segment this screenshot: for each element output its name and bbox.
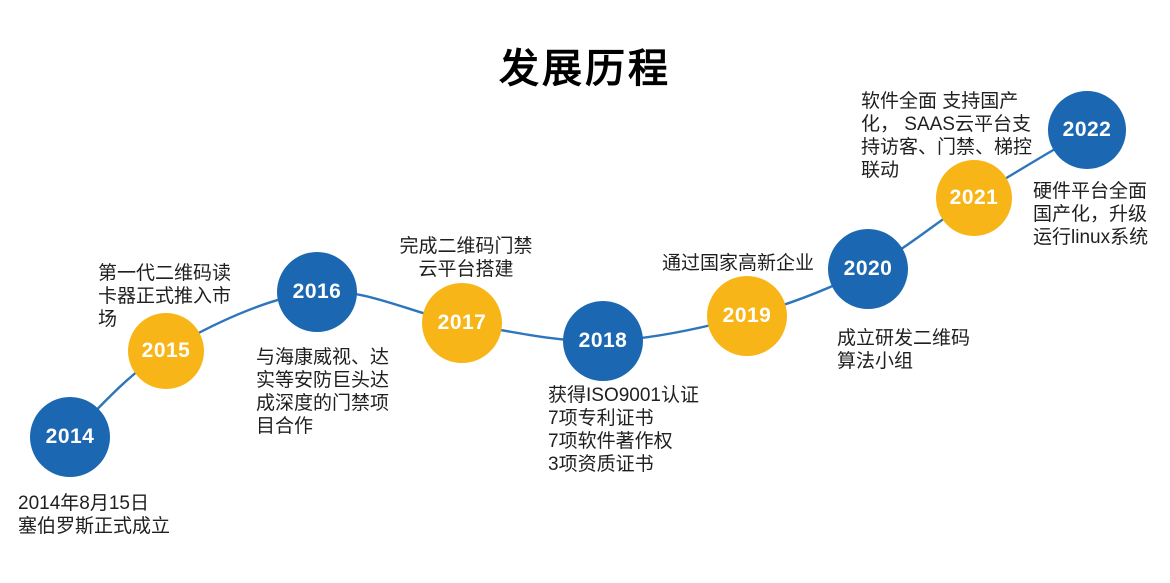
milestone-circle-2022: 2022 [1048, 91, 1126, 169]
milestone-label-2015: 第一代二维码读 卡器正式推入市 场 [98, 263, 232, 330]
milestone-year-2022: 2022 [1062, 118, 1112, 141]
milestone-circle-2021: 2021 [936, 160, 1012, 236]
milestone-year-2019: 2019 [722, 304, 772, 327]
milestone-label-2021: 软件全面 支持国产 化， SAAS云平台支 持访客、门禁、梯控 联动 [861, 91, 1033, 181]
milestone-label-2022: 硬件平台全面 国产化，升级 运行linux系统 [1033, 181, 1149, 248]
milestone-year-2020: 2020 [843, 257, 893, 280]
milestone-circle-2019: 2019 [707, 276, 787, 356]
milestone-circle-2014: 2014 [30, 397, 110, 477]
milestone-label-2018: 获得ISO9001认证 7项专利证书 7项软件著作权 3项资质证书 [548, 385, 699, 475]
page-title: 发展历程 [499, 47, 671, 91]
milestone-label-2016: 与海康威视、达 实等安防巨头达 成深度的门禁项 目合作 [256, 347, 390, 437]
milestone-year-2016: 2016 [292, 280, 342, 303]
milestone-circle-2016: 2016 [277, 252, 357, 332]
milestone-label-2020: 成立研发二维码 算法小组 [837, 328, 971, 372]
milestone-circle-2015: 2015 [128, 313, 204, 389]
milestone-year-2018: 2018 [578, 329, 628, 352]
milestone-year-2017: 2017 [437, 311, 487, 334]
milestone-circle-2020: 2020 [828, 229, 908, 309]
milestone-year-2021: 2021 [949, 186, 999, 209]
milestone-circle-2017: 2017 [422, 283, 502, 363]
milestone-label-2017: 完成二维码门禁 云平台搭建 [399, 236, 533, 280]
milestone-circle-2018: 2018 [563, 301, 643, 381]
milestone-label-2014: 2014年8月15日 塞伯罗斯正式成立 [18, 493, 171, 537]
milestone-year-2015: 2015 [141, 339, 191, 362]
milestone-year-2014: 2014 [45, 425, 95, 448]
milestone-label-2019: 通过国家高新企业 [662, 253, 815, 274]
